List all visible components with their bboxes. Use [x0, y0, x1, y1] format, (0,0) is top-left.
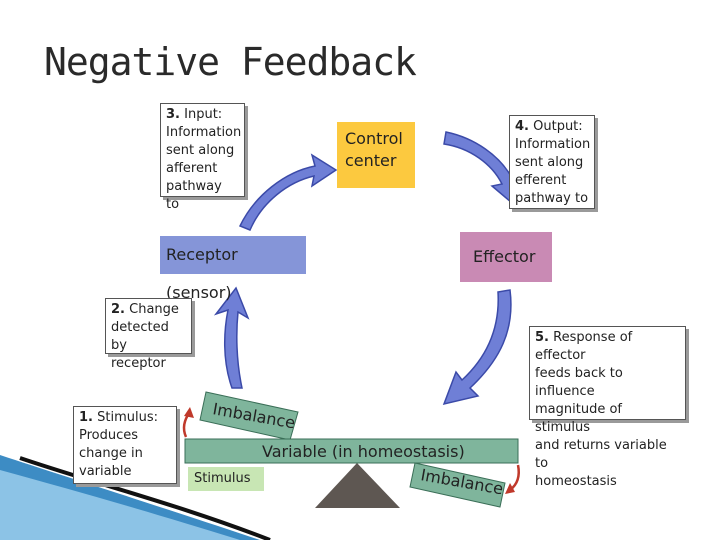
note-stimulus: 1. Stimulus: Produces change in variable [73, 406, 177, 484]
note-change-text: Change detected by receptor [111, 302, 179, 371]
arrow-stimulus-to-receptor [213, 286, 250, 389]
slide-title: Negative Feedback [44, 40, 417, 84]
note-stimulus-text: Stimulus: Produces change in variable [79, 410, 158, 479]
note-input-text: Input: Information sent along afferent p… [166, 107, 242, 212]
note-response: 5. Response of effector feeds back to in… [529, 326, 686, 489]
note-stimulus-step: 1. [79, 410, 93, 425]
variable-label: Variable (in homeostasis) [262, 442, 465, 461]
decorative-swoosh [0, 455, 271, 540]
note-output-step: 4. [515, 119, 529, 134]
note-input: 3. Input: Information sent along afferen… [160, 103, 245, 212]
control-center-box: Control center [337, 122, 415, 188]
receptor-box: Receptor (sensor) [160, 236, 306, 302]
arrow-receptor-to-control [238, 153, 338, 231]
fulcrum-triangle [315, 463, 400, 508]
imbalance-bar-right [409, 462, 506, 508]
note-change-step: 2. [111, 302, 125, 317]
note-output-text: Output: Information sent along efferent … [515, 119, 591, 206]
red-arrowhead-left [184, 407, 194, 418]
stimulus-label: Stimulus [188, 467, 264, 491]
effector-box: Effector [460, 232, 552, 282]
red-arrowhead-right [505, 483, 515, 494]
note-change: 2. Change detected by receptor [105, 298, 192, 371]
note-output: 4. Output: Information sent along effere… [509, 115, 595, 209]
variable-bar [184, 438, 519, 464]
note-input-step: 3. [166, 107, 180, 122]
note-response-step: 5. [535, 330, 549, 345]
note-response-text: Response of effector feeds back to influ… [535, 330, 667, 489]
arrow-effector-to-response [442, 289, 512, 406]
